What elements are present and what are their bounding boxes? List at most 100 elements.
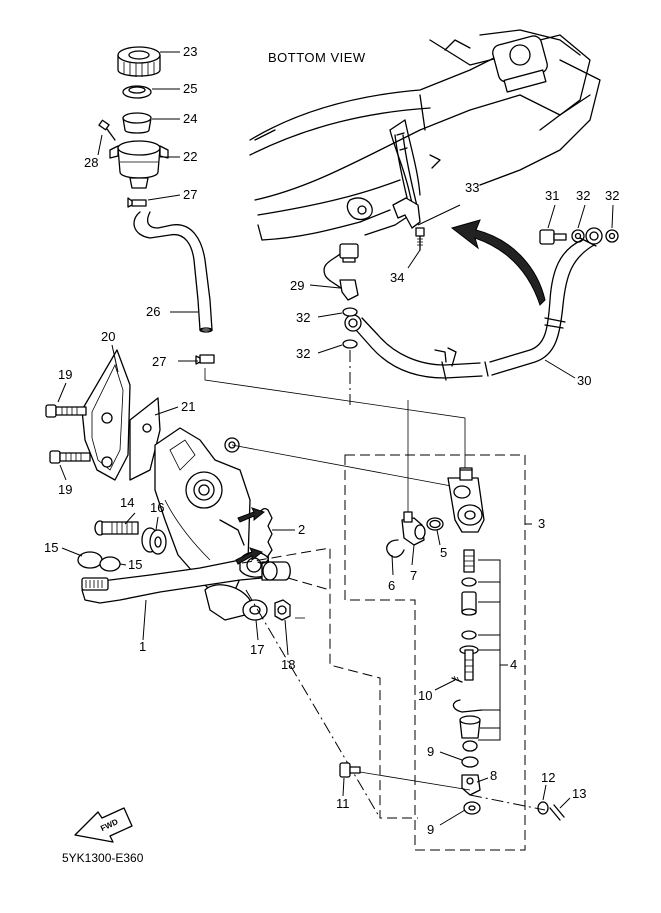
leader-13 [559, 797, 571, 809]
callout-6: 6 [388, 578, 395, 593]
brake-hose-part-30 [344, 237, 597, 381]
callout-1: 1 [139, 639, 146, 654]
washer-part-12 [537, 801, 549, 815]
nut-part-9a [461, 756, 479, 768]
leader-14 [124, 512, 136, 525]
union-bolt-part-31 [539, 229, 567, 245]
diaphragm-part-24 [122, 112, 152, 134]
leader-19a [57, 382, 67, 403]
leader-17 [255, 619, 259, 641]
washer-part-32d [342, 339, 358, 349]
callout-20: 20 [101, 329, 115, 344]
callout-32c: 32 [296, 310, 310, 325]
callout-29: 29 [290, 278, 304, 293]
leader-8 [476, 777, 489, 783]
pedal-centerline [245, 589, 381, 819]
callout-18: 18 [281, 657, 295, 672]
reservoir-tank-part-22 [109, 140, 169, 189]
master-cylinder-assembly-box [344, 454, 526, 851]
callout-3: 3 [538, 516, 545, 531]
callout-10: 10 [418, 688, 432, 703]
leader-15a [61, 547, 83, 557]
forward-arrow-icon: FWD [74, 807, 133, 843]
leader-32c [317, 312, 343, 318]
hose-joint-part-7 [401, 511, 426, 546]
leader-15b [119, 563, 127, 566]
callout-34: 34 [390, 270, 404, 285]
diaphragm-plate-part-25 [122, 85, 152, 99]
leader-32a [577, 204, 586, 229]
screw-part-28 [98, 119, 116, 141]
leader-18 [284, 619, 289, 656]
washer-part-32c [342, 307, 358, 317]
callout-16: 16 [150, 500, 164, 515]
callout-17: 17 [250, 642, 264, 657]
washer-hole-b [608, 232, 616, 240]
heel-guard-part-20 [81, 349, 131, 481]
callout-7: 7 [410, 568, 417, 583]
leader-12 [542, 784, 547, 801]
hose-clamp-part-27b [195, 354, 215, 365]
reservoir-hose-part-26 [133, 211, 213, 333]
leader-29 [309, 284, 341, 289]
callout-22: 22 [183, 149, 197, 164]
callout-15b: 15 [128, 557, 142, 572]
callout-12: 12 [541, 770, 555, 785]
pedal-linkage-dashed [241, 547, 418, 819]
leader-27a [147, 194, 181, 201]
o-ring-part-5 [426, 517, 444, 531]
callout-9b: 9 [427, 822, 434, 837]
bolt-part-14 [94, 520, 139, 536]
callout-27b: 27 [152, 354, 166, 369]
banjo-fitting [585, 227, 603, 245]
spring-arrow-upper-icon [237, 507, 266, 523]
leader-30 [544, 359, 576, 379]
pedal-linkage-dashed-b [287, 577, 331, 591]
callout-24: 24 [183, 111, 197, 126]
diagram-code: 5YK1300-E360 [62, 851, 144, 865]
leader-4-bracket [478, 559, 508, 741]
frame-bottom-view-illustration [249, 29, 601, 241]
spring-arrow-lower-icon [235, 547, 264, 565]
leader-1 [142, 599, 147, 641]
callout-30: 30 [577, 373, 591, 388]
pin-centerline-b [469, 794, 546, 811]
leader-10 [434, 679, 456, 691]
hose-clamp-part-27a [127, 197, 147, 208]
switch-sensor-part-29 [323, 243, 359, 301]
bottom-view-title: BOTTOM VIEW [268, 50, 366, 65]
leader-33 [417, 204, 461, 226]
callout-14: 14 [120, 495, 134, 510]
callout-13: 13 [572, 786, 586, 801]
leader-6 [391, 554, 394, 576]
callout-5: 5 [440, 545, 447, 560]
callout-19b: 19 [58, 482, 72, 497]
callout-32a: 32 [576, 188, 590, 203]
callout-33: 33 [465, 180, 479, 195]
leader-21 [154, 406, 179, 416]
callout-32b: 32 [605, 188, 619, 203]
callout-2: 2 [298, 522, 305, 537]
pushrod-circlip [452, 699, 483, 713]
callout-27a: 27 [183, 187, 197, 202]
callout-15a: 15 [44, 540, 58, 555]
callout-25: 25 [183, 81, 197, 96]
callout-9a: 9 [427, 744, 434, 759]
master-cylinder-body [447, 467, 485, 533]
leader-11 [342, 777, 345, 797]
pin-centerline [359, 771, 471, 791]
leader-9b [439, 809, 466, 826]
direction-arrow-icon [450, 219, 546, 306]
callout-21: 21 [181, 399, 195, 414]
callout-31: 31 [545, 188, 559, 203]
callout-8: 8 [490, 768, 497, 783]
cotter-pin-part-13 [549, 804, 565, 821]
leader-31 [547, 204, 556, 229]
washer-part-17 [242, 599, 268, 621]
o-ring-part-15b [99, 556, 121, 572]
callout-26: 26 [146, 304, 160, 319]
bushing-part-16 [141, 527, 167, 555]
footrest-bracket [154, 427, 251, 621]
reservoir-cap-part-23 [117, 46, 161, 77]
